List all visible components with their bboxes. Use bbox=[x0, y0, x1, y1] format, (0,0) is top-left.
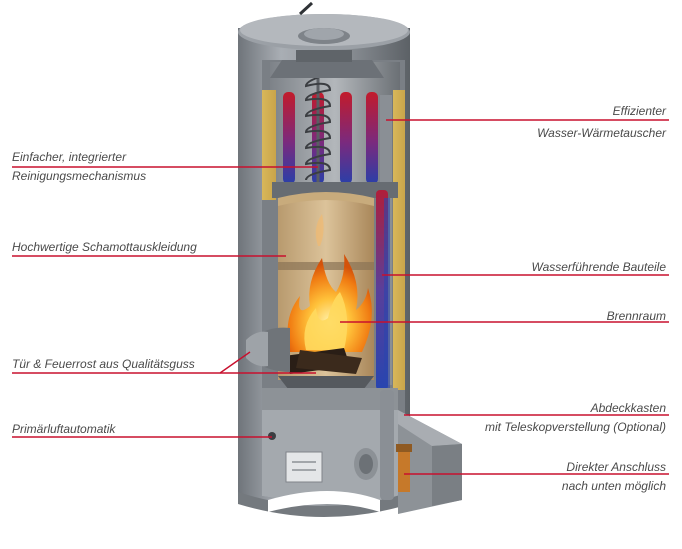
label-effizienter: Effizienter Wasser-Wärmetauscher bbox=[537, 104, 666, 141]
label-abdeck-line2: mit Teleskopverstellung (Optional) bbox=[485, 420, 666, 434]
label-anschluss-line2: nach unten möglich bbox=[561, 479, 666, 493]
leader-lines bbox=[12, 119, 669, 475]
label-abdeck-line1: Abdeckkasten bbox=[590, 401, 666, 415]
label-anschluss-line1: Direkter Anschluss bbox=[566, 460, 666, 474]
label-anschluss: Direkter Anschluss nach unten möglich bbox=[562, 460, 666, 494]
label-brennraum-line1: Brennraum bbox=[606, 309, 666, 323]
label-effizienter-line1: Effizienter bbox=[612, 104, 666, 118]
label-tuer-line1: Tür & Feuerrost aus Qualitätsguss bbox=[12, 357, 195, 371]
label-wasserfuehrend-line1: Wasserführende Bauteile bbox=[531, 260, 666, 274]
label-tuer: Tür & Feuerrost aus Qualitätsguss bbox=[12, 357, 195, 372]
label-effizienter-line2: Wasser-Wärmetauscher bbox=[537, 126, 666, 140]
label-abdeck: Abdeckkasten mit Teleskopverstellung (Op… bbox=[485, 401, 666, 435]
label-schamott-line1: Hochwertige Schamottauskleidung bbox=[12, 240, 197, 254]
label-primaer: Primärluftautomatik bbox=[12, 422, 115, 437]
label-reinigung-line1: Einfacher, integrierter bbox=[12, 150, 127, 164]
label-primaer-line1: Primärluftautomatik bbox=[12, 422, 116, 436]
label-brennraum: Brennraum bbox=[607, 309, 666, 324]
label-schamott: Hochwertige Schamottauskleidung bbox=[12, 240, 197, 255]
label-reinigung: Einfacher, integrierter Reinigungsmechan… bbox=[12, 150, 146, 184]
label-wasserfuehrend: Wasserführende Bauteile bbox=[531, 260, 666, 275]
label-reinigung-line2: Reinigungsmechanismus bbox=[12, 169, 147, 183]
